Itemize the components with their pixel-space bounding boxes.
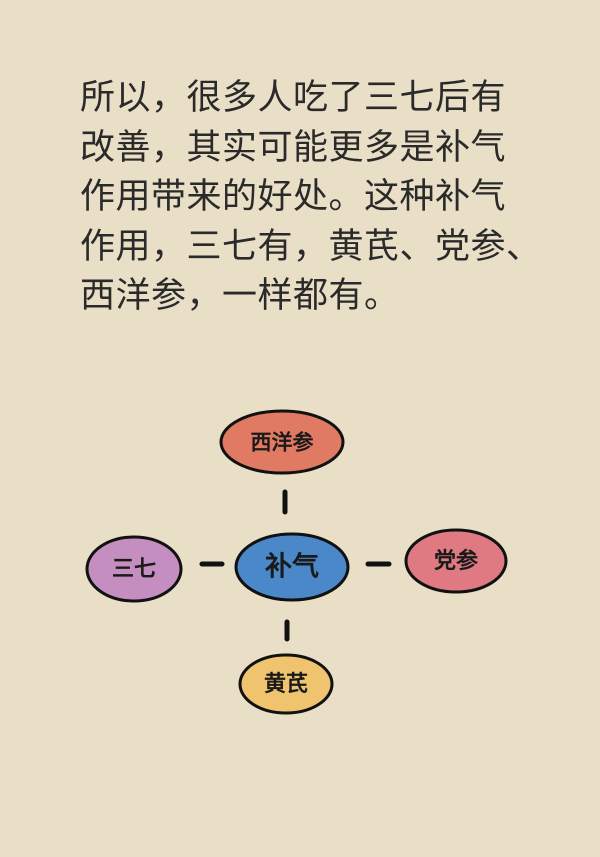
node-center: 补气: [234, 532, 350, 602]
node-center-label: 补气: [265, 552, 319, 583]
paragraph-line: 作用带来的好处。这种补气: [80, 177, 507, 217]
paragraph-line: 西洋参，一样都有。: [80, 276, 400, 316]
connectors: [199, 489, 392, 642]
node-right: 党参: [404, 528, 508, 594]
node-bottom: 黄芪: [238, 653, 334, 715]
body-paragraph: 所以，很多人吃了三七后有 改善，其实可能更多是补气 作用带来的好处。这种补气 作…: [80, 74, 550, 322]
node-left-label: 三七: [112, 556, 156, 582]
node-bottom-ellipse: [238, 653, 334, 715]
paragraph-line: 改善，其实可能更多是补气: [80, 127, 507, 168]
node-top-label: 西洋参: [251, 430, 314, 455]
node-bottom-label: 黄芪: [264, 671, 308, 697]
node-right-label: 党参: [434, 548, 478, 574]
node-left: 三七: [85, 535, 183, 603]
paragraph-line: 作用，三七有，黄芪、党参、: [80, 226, 542, 267]
node-center-ellipse: [234, 532, 350, 602]
node-top-ellipse: [219, 409, 345, 475]
paragraph-line: 所以，很多人吃了三七后有: [80, 78, 507, 118]
node-left-ellipse: [85, 535, 183, 603]
node-right-ellipse: [404, 528, 508, 594]
node-top: 西洋参: [219, 409, 345, 475]
